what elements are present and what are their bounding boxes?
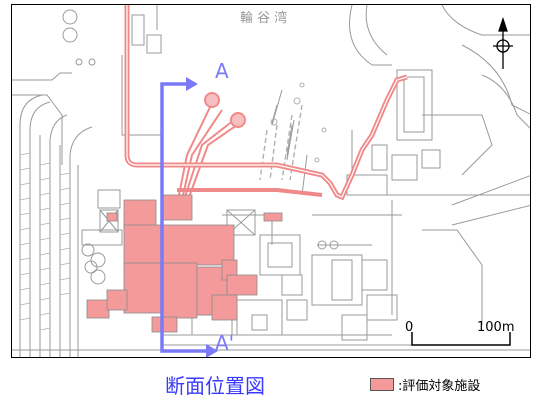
basemap-lines [12, 5, 530, 357]
bay-name: 輪 谷 湾 [240, 10, 287, 26]
intake-pipes [177, 102, 241, 201]
section-line [160, 82, 210, 353]
map-frame: A A' 輪 谷 湾 0 100m [11, 4, 531, 358]
north-arrow-icon [493, 16, 513, 69]
route-line-lower [177, 188, 323, 197]
bay-dots [270, 82, 327, 163]
legend-swatch [370, 377, 394, 391]
route-line [124, 5, 408, 201]
figure-caption: 断面位置図 [165, 374, 265, 398]
intake-heads [204, 92, 246, 128]
scale-bar [411, 332, 511, 346]
scale-distance-label: 100m [477, 320, 514, 335]
section-arrow-a-icon [186, 77, 198, 91]
legend: :評価対象施設 [370, 374, 480, 394]
section-arrow-a-prime-icon [206, 344, 218, 357]
scale-zero-label: 0 [405, 320, 413, 335]
bay-dashed-lines [259, 104, 303, 181]
site-map: A A' 輪 谷 湾 0 100m [12, 5, 530, 357]
legend-label: :評価対象施設 [398, 378, 481, 394]
section-label-a-prime: A' [215, 331, 234, 355]
evaluated-facilities [86, 194, 283, 333]
section-label-a: A [215, 59, 229, 83]
